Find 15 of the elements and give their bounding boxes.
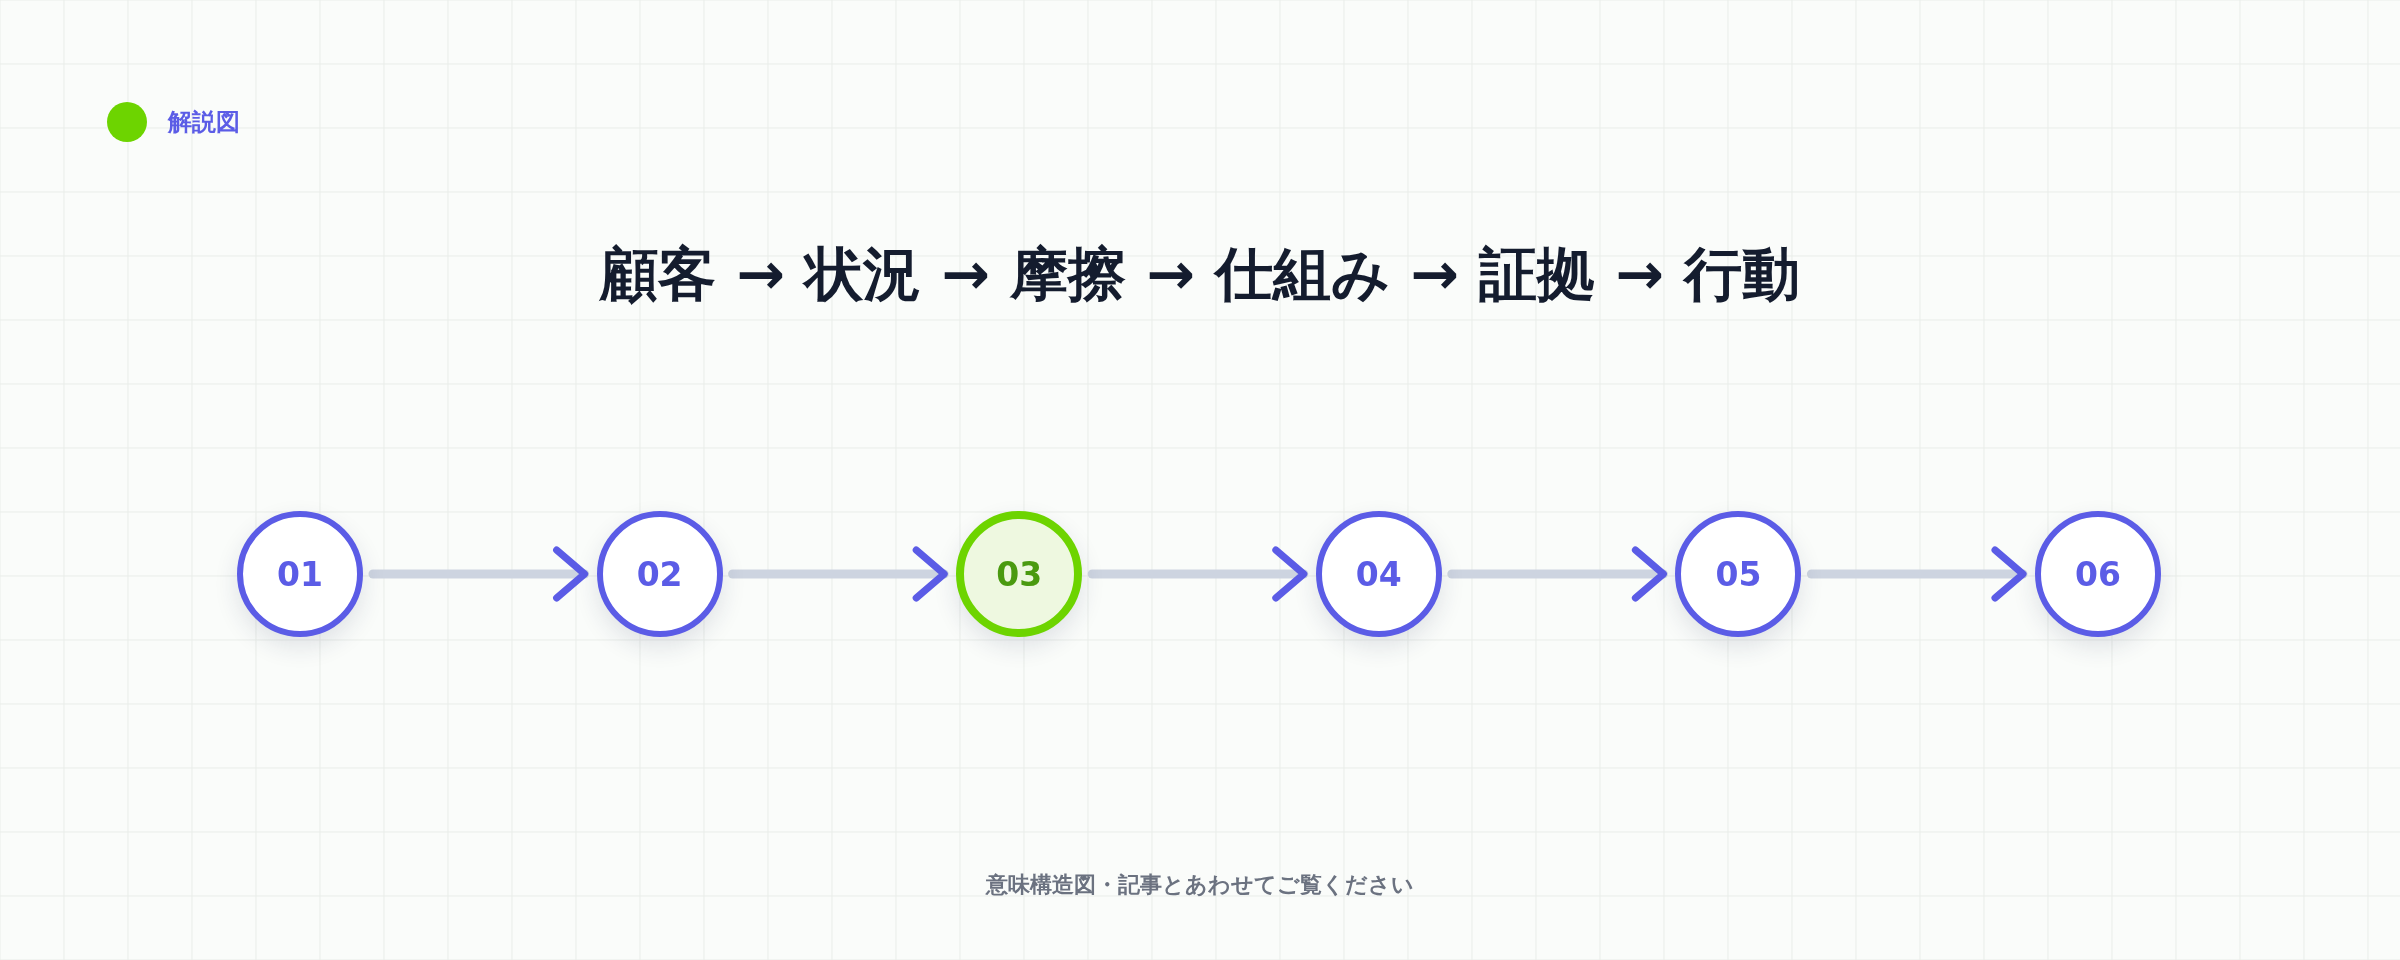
- arrow: [1087, 546, 1309, 602]
- highlighted-step-circle: [956, 511, 1083, 637]
- step-number: 02: [636, 554, 683, 594]
- arrow: [1447, 546, 1668, 602]
- step-number: 04: [1355, 554, 1402, 594]
- header-label: 解説図: [168, 107, 240, 138]
- title: 顧客 → 状況 → 摩擦 → 仕組み → 証拠 → 行動: [598, 239, 1801, 310]
- arrow: [728, 546, 949, 602]
- arrow: [368, 546, 590, 602]
- step-number: 05: [1715, 554, 1762, 594]
- step-number: 03: [996, 554, 1043, 594]
- step-number: 06: [2075, 554, 2121, 594]
- caption: 意味構造図・記事とあわせてご覧ください: [984, 871, 1415, 899]
- step-number: 01: [277, 554, 323, 594]
- arrow: [1806, 546, 2028, 602]
